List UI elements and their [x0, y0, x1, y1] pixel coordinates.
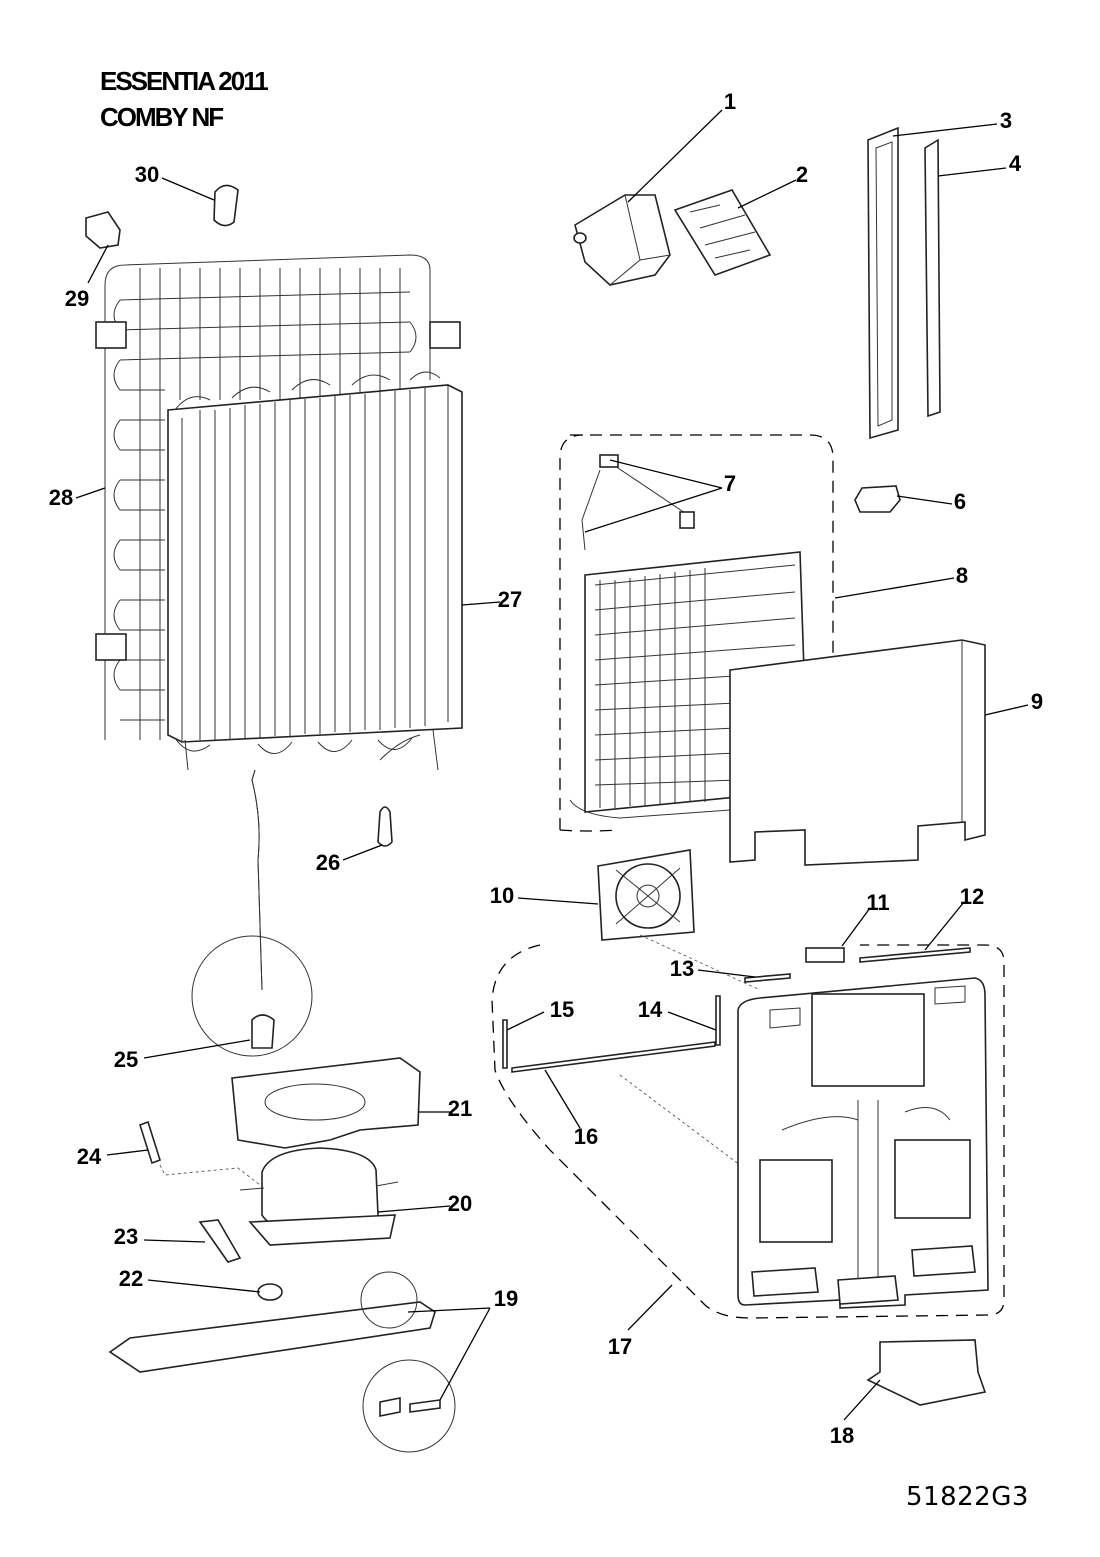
callout-13: 13 [670, 956, 694, 981]
callout-16: 16 [574, 1124, 598, 1149]
group-7-8-outline [559, 434, 834, 832]
part-29-bushing [85, 211, 121, 249]
callout-26: 26 [316, 850, 340, 875]
part-17-back-panel [737, 977, 989, 1309]
part-3-seal [867, 126, 899, 440]
callout-25: 25 [114, 1047, 138, 1072]
callout-9: 9 [1031, 689, 1043, 714]
callout-28: 28 [49, 485, 73, 510]
callout-10: 10 [490, 883, 514, 908]
part-2-circuit-board [673, 189, 772, 276]
part-25-drain-tube [251, 769, 275, 1049]
callout-24: 24 [77, 1144, 102, 1169]
leader-lines [75, 109, 1029, 1421]
callout-6: 6 [954, 489, 966, 514]
part-10-fan [597, 849, 695, 941]
part-12-strip [859, 947, 971, 963]
part-24-tube [139, 1120, 161, 1165]
callout-8: 8 [956, 563, 968, 588]
group-17-outline [491, 944, 1005, 1319]
callout-27: 27 [498, 587, 522, 612]
part-15-strip [502, 1019, 508, 1069]
callout-21: 21 [448, 1096, 472, 1121]
callout-23: 23 [114, 1224, 138, 1249]
base-plate [108, 1301, 436, 1373]
part-18-bracket [866, 1339, 987, 1406]
part-30-cap [213, 184, 239, 227]
callout-11: 11 [866, 890, 889, 915]
callout-17: 17 [608, 1334, 632, 1359]
part-26-filter [377, 806, 393, 847]
callout-3: 3 [1000, 108, 1012, 133]
evaporator-plate [167, 371, 463, 771]
callout-18: 18 [830, 1423, 854, 1448]
part-22-grommet [257, 1283, 283, 1301]
callout-15: 15 [550, 997, 574, 1022]
part-20-compressor [239, 1147, 399, 1246]
part-9-panel [729, 639, 986, 866]
callout-30: 30 [135, 162, 159, 187]
callout-4: 4 [1009, 151, 1022, 176]
part-11-block [805, 947, 845, 963]
callout-19: 19 [494, 1286, 518, 1311]
detail-circle-19 [362, 1359, 456, 1453]
part-6-clip [854, 485, 901, 513]
callout-29: 29 [65, 286, 89, 311]
callout-14: 14 [638, 997, 663, 1022]
callout-7: 7 [724, 471, 736, 496]
callout-1: 1 [724, 89, 736, 114]
part-13-strip [744, 973, 791, 983]
part-4-strip [924, 138, 941, 418]
callout-22: 22 [119, 1266, 143, 1291]
diagram-title-line1: ESSENTIA 2011 [100, 66, 269, 96]
part-21-tray [231, 1057, 421, 1149]
diagram-title-line2: COMBY NF [100, 102, 224, 132]
part-14-strip [715, 995, 721, 1046]
condenser-coil [95, 254, 461, 740]
detail-circle-25 [191, 935, 313, 1057]
part-23-clip [198, 1219, 242, 1263]
part-16-strip [511, 1041, 716, 1073]
callout-12: 12 [960, 884, 984, 909]
part-7-sensor [581, 454, 695, 551]
part-1-cover [573, 194, 671, 286]
callout-20: 20 [448, 1191, 472, 1216]
callout-2: 2 [796, 162, 808, 187]
document-number: 51822G3 [906, 1482, 1029, 1512]
